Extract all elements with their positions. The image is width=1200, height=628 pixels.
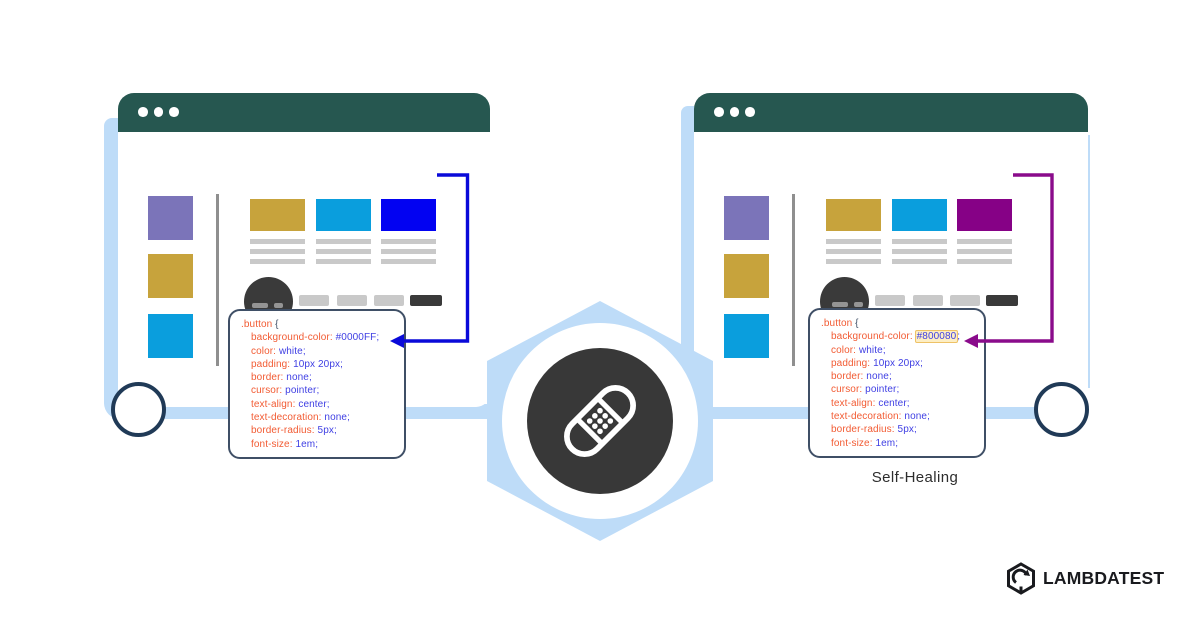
logo-text: LAMBDATEST — [1043, 568, 1165, 588]
content-card — [826, 199, 881, 231]
code-line: .button { — [821, 318, 859, 329]
self-healing-label: Self-Healing — [871, 469, 959, 486]
text-pill-dark — [410, 295, 442, 306]
window-control-dots — [138, 107, 179, 117]
code-line: border-radius: 5px; — [831, 424, 917, 436]
cutoff-text-dash — [832, 302, 848, 307]
code-snippet-original: .button { background-color: #0000FF;color… — [228, 309, 406, 459]
window-dot-icon — [138, 107, 148, 117]
code-line: background-color: #800080; — [831, 330, 961, 344]
placeholder-lines — [957, 239, 1012, 269]
code-line: font-size: 1em; — [831, 437, 899, 449]
content-card — [892, 199, 947, 231]
sidebar-square-gold — [148, 254, 193, 298]
sidebar-square-blue — [724, 314, 769, 358]
window-dot-icon — [745, 107, 755, 117]
bandaid-icon — [564, 385, 636, 457]
window-dot-icon — [153, 107, 163, 117]
pipe-right-window-shadow — [681, 106, 694, 406]
code-line: font-size: 1em; — [251, 438, 319, 450]
code-line: text-align: center; — [831, 397, 910, 409]
css-code: .button {background-color: #800080;color… — [810, 310, 984, 450]
code-line: text-align: center; — [251, 398, 330, 410]
text-pill — [374, 295, 404, 306]
code-line: background-color: #0000FF; — [251, 332, 380, 344]
window-dot-icon — [714, 107, 724, 117]
window-dot-icon — [169, 107, 179, 117]
text-pill — [875, 295, 905, 306]
sidebar-square-purple — [148, 196, 193, 240]
connector-circle-right — [1034, 382, 1089, 437]
connector-circle-left — [111, 382, 166, 437]
vertical-divider — [216, 194, 219, 366]
sidebar-square-purple — [724, 196, 769, 240]
text-pill — [337, 295, 367, 306]
code-line: padding: 10px 20px; — [831, 357, 924, 369]
text-pill-dark — [986, 295, 1018, 306]
text-pill — [299, 295, 329, 306]
sidebar-square-gold — [724, 254, 769, 298]
cutoff-text-dash — [252, 303, 268, 308]
cutoff-text-dash — [854, 302, 863, 307]
code-line: .button { — [241, 319, 279, 330]
code-line: cursor: pointer; — [831, 384, 900, 396]
hexagon-dark-circle — [527, 348, 673, 494]
code-snippet-healed: .button {background-color: #800080;color… — [808, 308, 986, 458]
window-control-dots — [714, 107, 755, 117]
placeholder-lines — [250, 239, 305, 269]
code-line: border-radius: 5px; — [251, 425, 337, 437]
window-titlebar — [118, 93, 490, 132]
cutoff-text-dash — [274, 303, 283, 308]
code-line: padding: 10px 20px; — [251, 358, 344, 370]
code-line: color: white; — [831, 344, 886, 356]
code-line: border: none; — [251, 372, 312, 384]
pipe-left-vertical — [104, 118, 118, 410]
vertical-divider — [792, 194, 795, 366]
code-line: color: white; — [251, 345, 306, 357]
code-line: text-decoration: none; — [251, 412, 350, 424]
window-dot-icon — [729, 107, 739, 117]
pipe-right-edge — [1086, 135, 1090, 388]
code-line: cursor: pointer; — [251, 385, 320, 397]
window-titlebar — [694, 93, 1088, 132]
content-card — [250, 199, 305, 231]
content-card — [316, 199, 371, 231]
target-button-healed — [957, 199, 1012, 231]
code-line: border: none; — [831, 371, 892, 383]
placeholder-lines — [892, 239, 947, 269]
code-line: text-decoration: none; — [831, 411, 930, 423]
highlighted-value: #800080 — [914, 330, 959, 344]
css-code: .button { background-color: #0000FF;color… — [230, 311, 404, 451]
target-button-original — [381, 199, 436, 231]
placeholder-lines — [316, 239, 371, 269]
sidebar-square-blue — [148, 314, 193, 358]
text-pill — [913, 295, 943, 306]
placeholder-lines — [381, 239, 436, 269]
text-pill — [950, 295, 980, 306]
lambdatest-mark-icon — [1007, 562, 1035, 595]
placeholder-lines — [826, 239, 881, 269]
lambdatest-logo: LAMBDATEST — [1006, 562, 1164, 595]
